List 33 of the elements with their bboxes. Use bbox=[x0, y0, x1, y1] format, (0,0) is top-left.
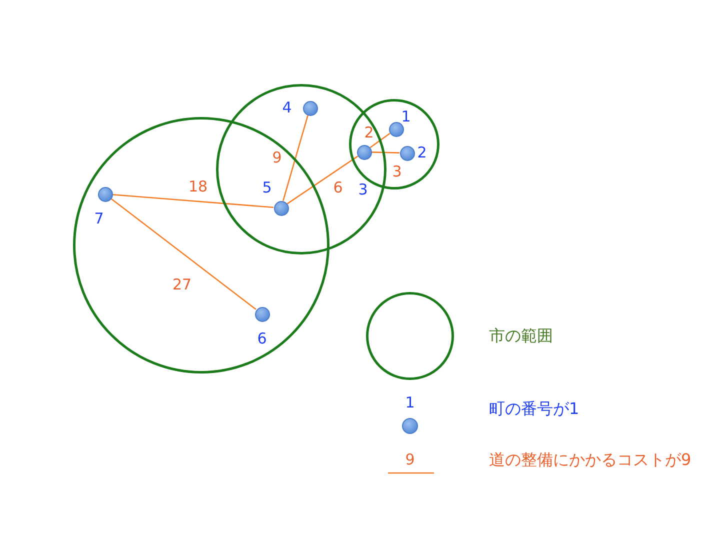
town-number: 3 bbox=[358, 182, 368, 198]
dot-icon bbox=[388, 122, 404, 136]
connector-line bbox=[282, 115, 309, 201]
edge-label: 6 bbox=[333, 180, 343, 196]
dot-icon bbox=[98, 186, 112, 202]
legend-text: 町の番号が1 bbox=[489, 399, 580, 419]
range-circle bbox=[72, 116, 330, 374]
town-number: 5 bbox=[262, 180, 272, 196]
sample-number: 9 bbox=[405, 452, 415, 468]
connector-line bbox=[371, 152, 400, 154]
legend-text: 市の範囲 bbox=[489, 326, 553, 346]
dot-icon bbox=[302, 100, 318, 116]
town-number: 4 bbox=[282, 100, 292, 116]
town-number: 7 bbox=[94, 210, 104, 228]
connector-line bbox=[286, 156, 358, 204]
dot-icon bbox=[356, 144, 372, 160]
edge-label: 3 bbox=[392, 164, 402, 180]
dot-icon bbox=[400, 146, 414, 160]
dot-icon bbox=[274, 200, 288, 216]
connector-line bbox=[370, 132, 390, 148]
edge-label: 2 bbox=[364, 124, 374, 142]
sample-number: 1 bbox=[405, 394, 415, 412]
town-number: 6 bbox=[257, 330, 267, 348]
edge-label: 27 bbox=[172, 276, 192, 294]
town-number: 2 bbox=[417, 144, 427, 162]
dot-icon bbox=[254, 306, 270, 322]
legend-text: 道の整備にかかるコストが9 bbox=[489, 450, 692, 470]
edge-label: 18 bbox=[188, 178, 208, 196]
edge-label: 9 bbox=[272, 150, 282, 166]
connector-line bbox=[112, 194, 274, 208]
range-circle bbox=[216, 84, 386, 254]
connector-line bbox=[110, 198, 256, 310]
town-number: 1 bbox=[401, 108, 411, 126]
